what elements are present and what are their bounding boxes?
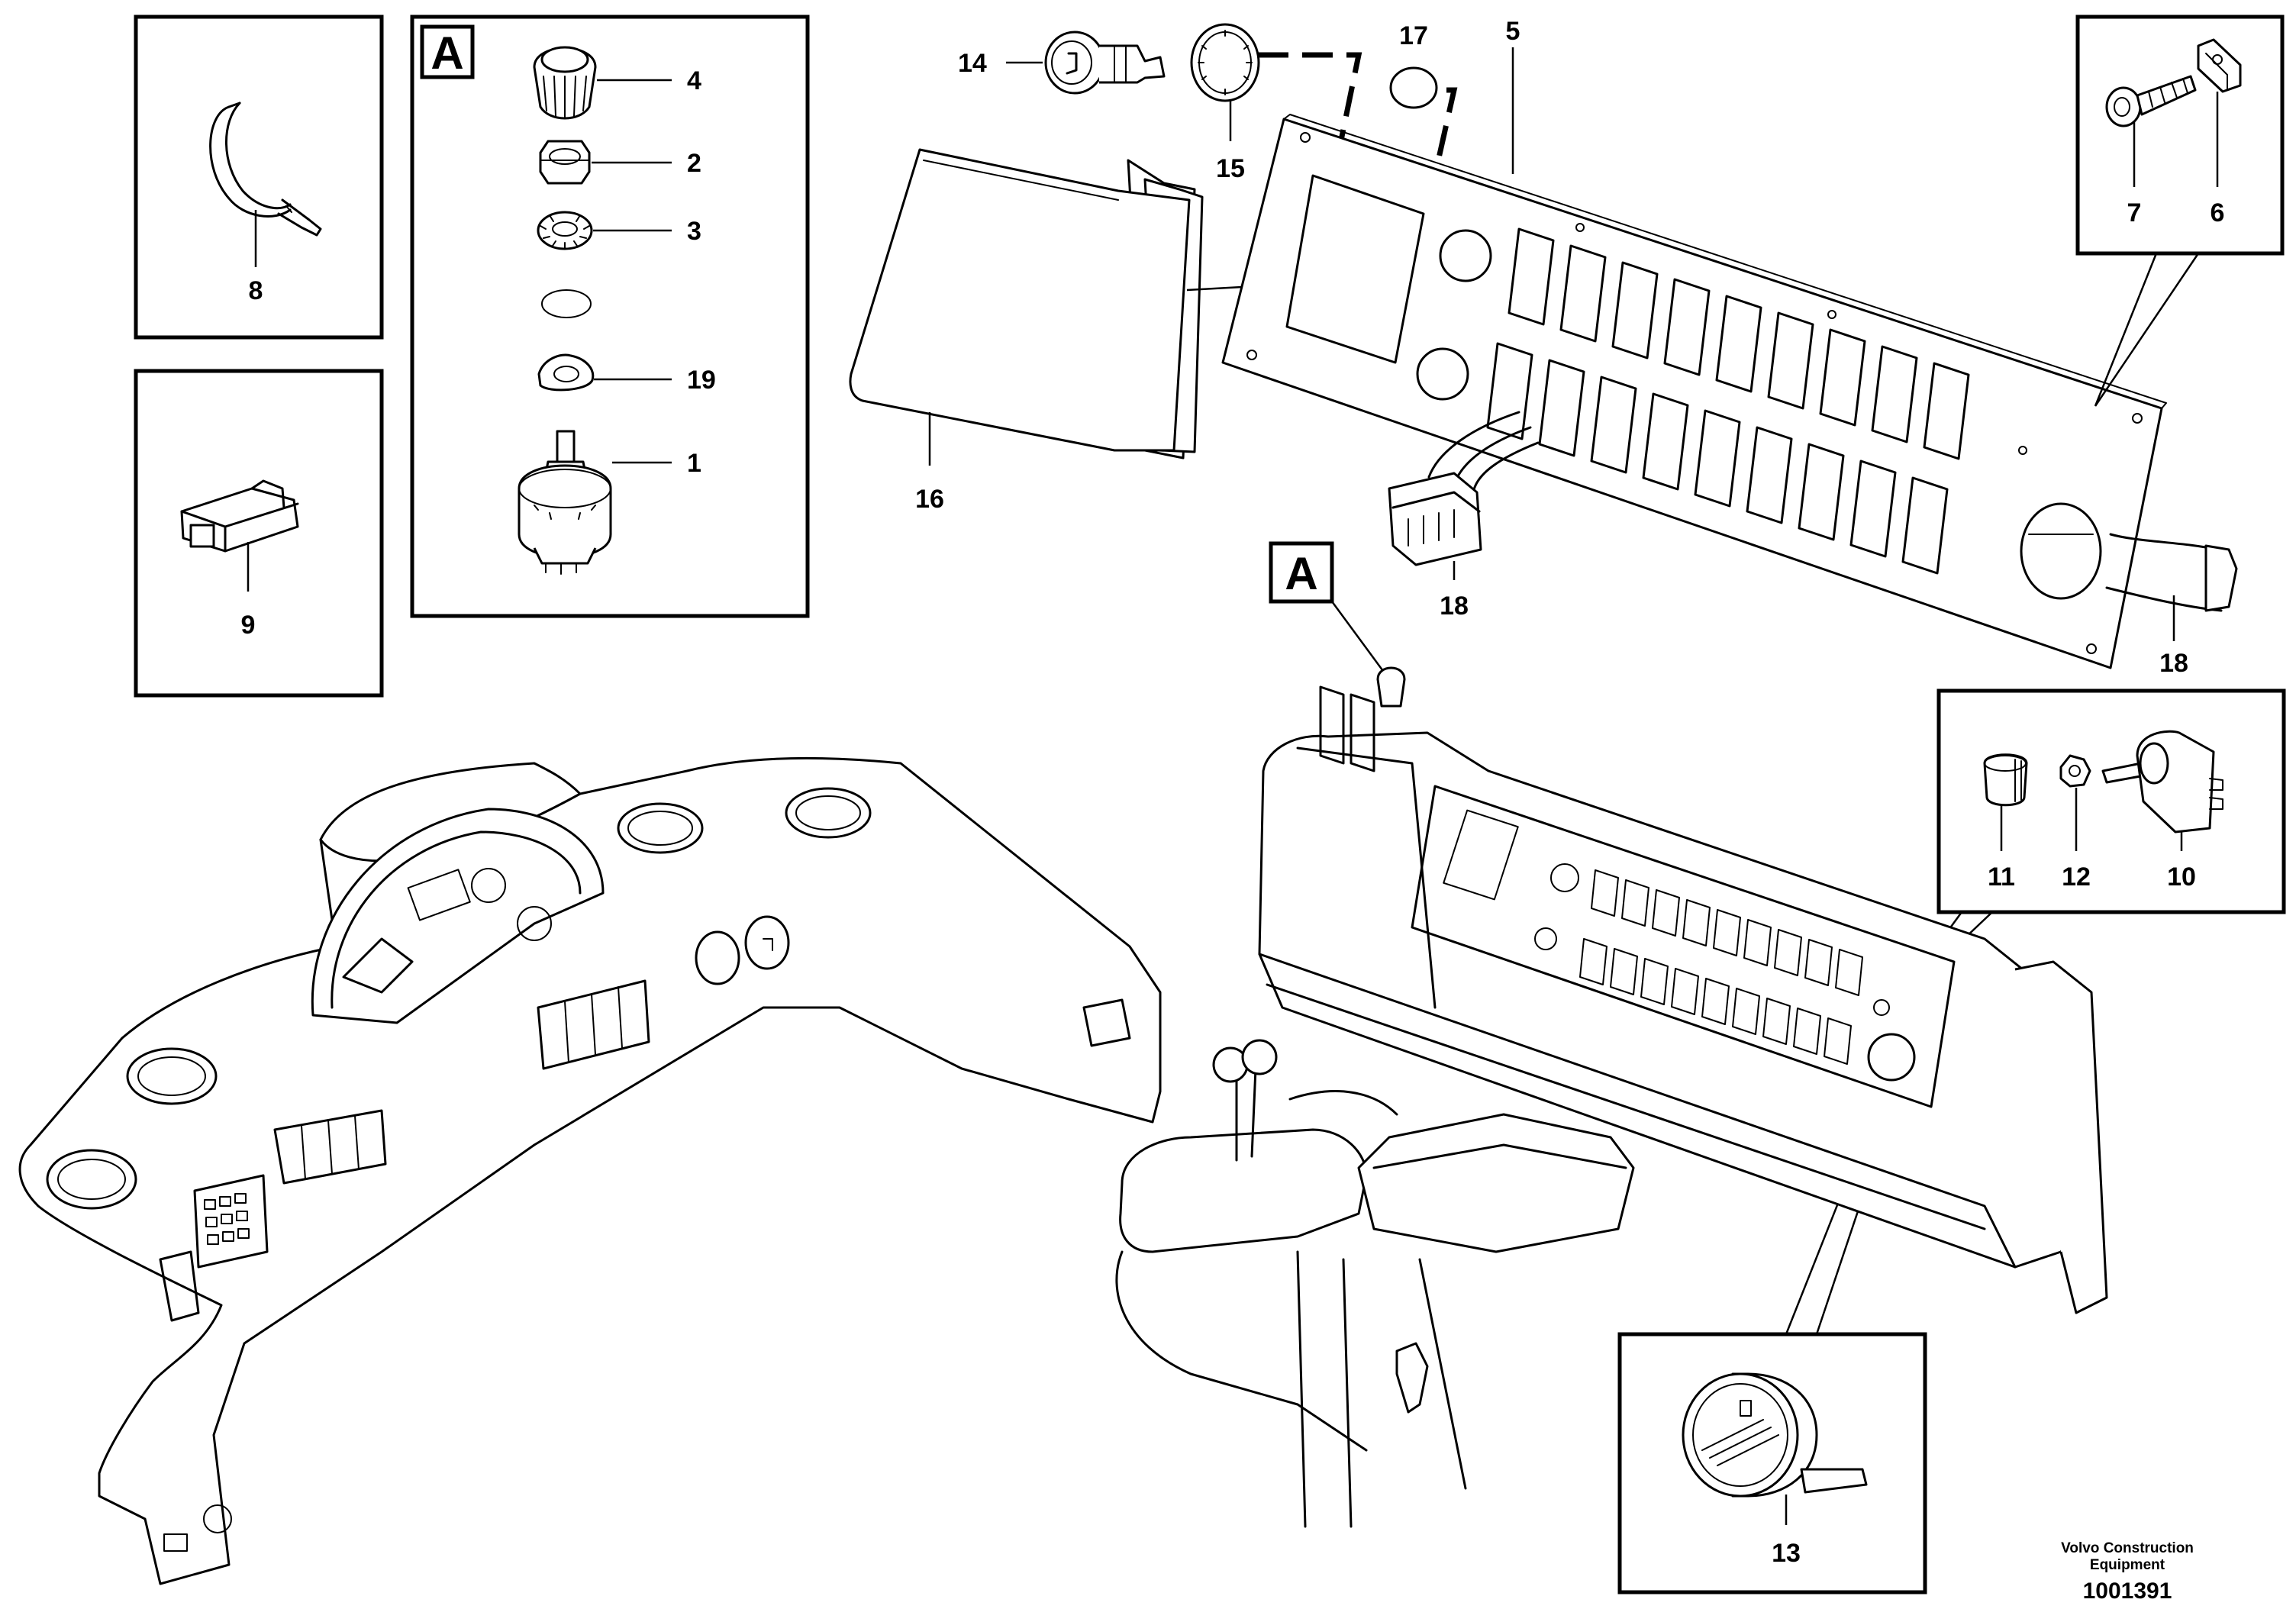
callout-12: 12 xyxy=(2062,863,2091,892)
cable-tie-illustration xyxy=(209,102,322,237)
callout-16: 16 xyxy=(915,485,944,514)
callout-15: 15 xyxy=(1216,154,1245,183)
callout-2: 2 xyxy=(687,149,701,178)
inset-frame xyxy=(2075,15,2285,256)
inset-connector: 9 xyxy=(134,369,384,698)
cap-part-11 xyxy=(1983,753,2028,807)
display-unit-part-16 xyxy=(849,148,1204,459)
callout-19: 19 xyxy=(687,366,716,395)
o-ring xyxy=(541,289,592,318)
inset-frame xyxy=(134,15,384,340)
callout-13: 13 xyxy=(1772,1539,1801,1568)
switch-openings-bottom-row xyxy=(1486,342,1949,575)
callout-18-connector: 18 xyxy=(1440,592,1469,621)
callout-6: 6 xyxy=(2211,198,2225,227)
ring-part-15 xyxy=(1190,23,1260,102)
washer-part-19 xyxy=(537,353,595,392)
console-switches xyxy=(1579,869,1863,1065)
credit-line-2: Equipment xyxy=(2090,1557,2165,1573)
callout-11: 11 xyxy=(1988,863,2015,892)
inset-frame xyxy=(1936,688,2286,914)
main-harness-part-18 xyxy=(2105,533,2238,612)
callout-3: 3 xyxy=(687,217,701,246)
callout-7: 7 xyxy=(2127,198,2142,227)
inset-frame xyxy=(134,369,384,698)
detail-a-marker-letter: A xyxy=(1285,548,1317,599)
detail-a-marker-box xyxy=(1269,541,1334,604)
clip-part-6 xyxy=(2197,38,2242,93)
callout-4: 4 xyxy=(687,66,701,95)
inset-frame xyxy=(1617,1332,1927,1594)
callout-5: 5 xyxy=(1506,17,1520,46)
nut-part-12 xyxy=(2059,754,2091,788)
keypad-buttons xyxy=(204,1193,250,1245)
callout-18-harness: 18 xyxy=(2159,649,2188,678)
callout-8: 8 xyxy=(249,276,263,305)
knob-part-4 xyxy=(533,46,597,120)
detail-letter: A xyxy=(430,27,463,79)
callout-14: 14 xyxy=(958,49,987,78)
callout-17: 17 xyxy=(1399,21,1428,50)
screw-part-7 xyxy=(2105,75,2197,127)
switch-part-1 xyxy=(518,430,612,575)
plug-part-17 xyxy=(1389,66,1438,109)
credit-line-1: Volvo Construction xyxy=(2061,1540,2194,1556)
inset-a-rotary-switch: A 4 2 3 19 xyxy=(410,15,810,618)
switch-openings-top-row xyxy=(1508,227,1970,460)
callout-9: 9 xyxy=(241,611,256,640)
lighter-part-14 xyxy=(1044,31,1166,95)
console-gauge xyxy=(1867,1033,1916,1082)
nut-part-2 xyxy=(539,140,591,185)
document-number: 1001391 xyxy=(2083,1578,2172,1604)
inset-screw-clip: 7 6 xyxy=(2075,15,2285,407)
harness-connector-part-18 xyxy=(1388,411,1540,566)
right-console xyxy=(1115,666,2108,1528)
callout-1: 1 xyxy=(687,449,701,478)
gauge-part-13 xyxy=(1682,1372,1868,1498)
washer-part-3 xyxy=(537,211,593,250)
connector-illustration xyxy=(180,479,299,553)
switch-panel-part-5 xyxy=(1221,114,2167,669)
inset-cable-tie: 8 xyxy=(134,15,384,340)
callout-10: 10 xyxy=(2167,863,2196,892)
detail-letter-box xyxy=(420,24,475,79)
toggle-part-10 xyxy=(2101,730,2223,834)
inset-frame xyxy=(410,15,810,618)
left-dashboard xyxy=(18,756,1162,1585)
